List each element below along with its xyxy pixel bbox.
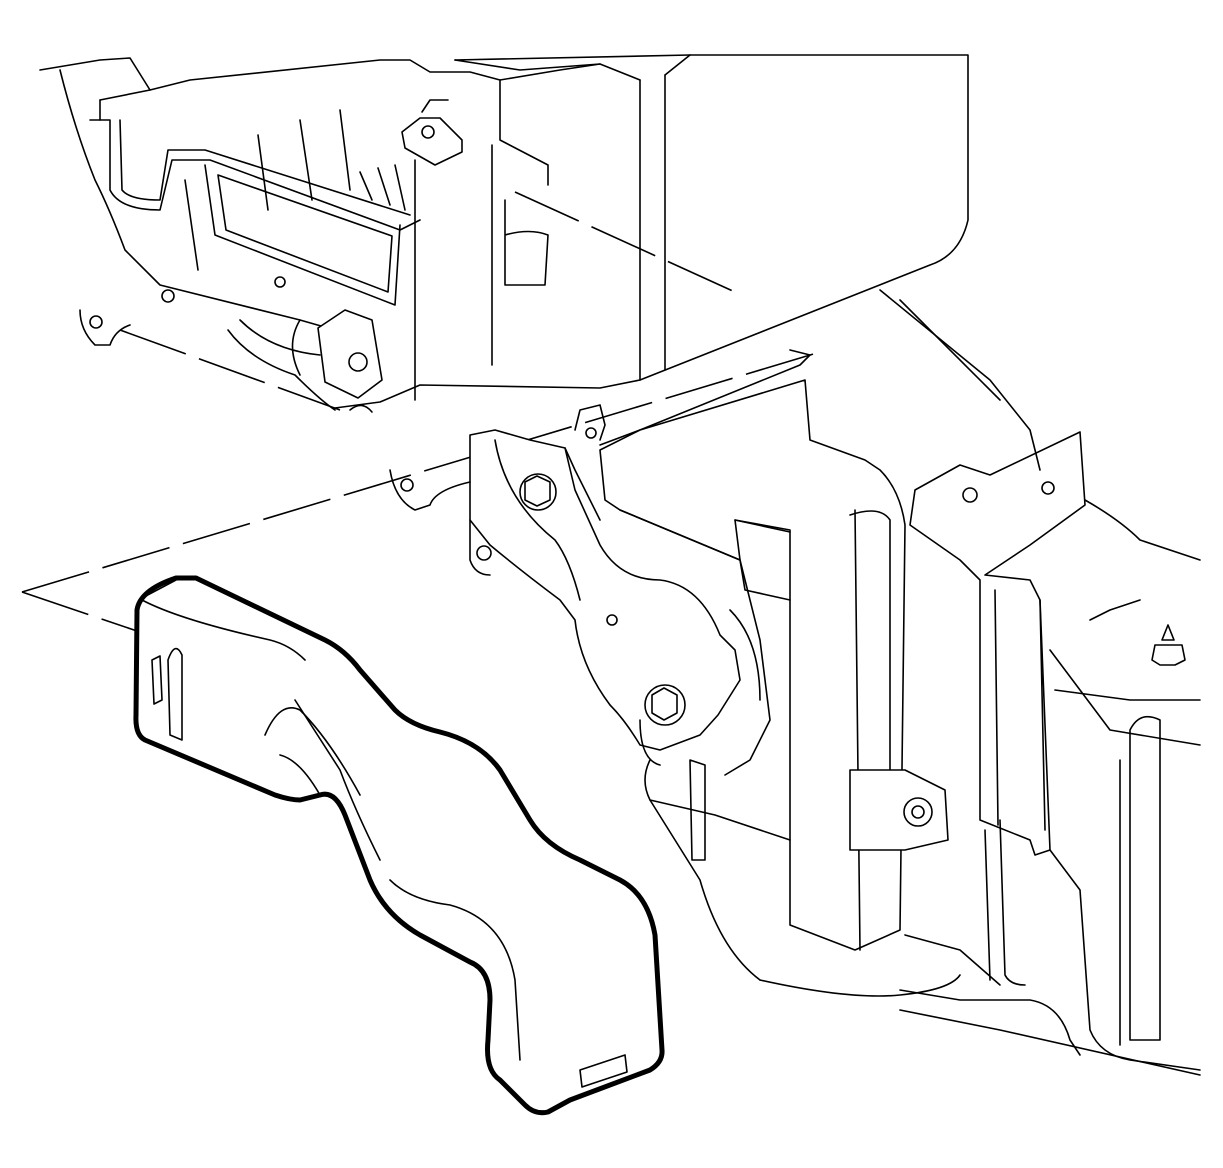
- hvac-tray-outline: [39, 57, 601, 91]
- alignment-line-long: [21, 351, 821, 593]
- hvac-module-upper: [39, 54, 969, 413]
- duct-slot-small: [151, 655, 163, 705]
- rear-air-duct: [133, 575, 665, 1116]
- mounting-tab-upper: [401, 117, 463, 166]
- duct-clamp: [849, 769, 949, 851]
- bolt-upper: [519, 473, 557, 511]
- hvac-case-outline: [334, 54, 969, 409]
- duct-slot-bottom: [579, 1054, 628, 1088]
- stud-fastener: [1151, 624, 1186, 666]
- alignment-line-lower: [21, 591, 141, 633]
- right-side-bracket: [909, 431, 1086, 856]
- alignment-lines: [21, 191, 821, 633]
- floor-support-bracket: [389, 404, 741, 751]
- alignment-line-diagonal: [119, 329, 341, 411]
- bolt-lower: [644, 684, 686, 726]
- rear-air-duct-outline: [133, 575, 665, 1116]
- duct-slot-long: [167, 647, 183, 741]
- alignment-line-upper: [514, 191, 736, 293]
- center-duct-structure: [599, 349, 949, 951]
- tray-bracket: [317, 309, 383, 399]
- floor-pan: [639, 289, 1201, 1076]
